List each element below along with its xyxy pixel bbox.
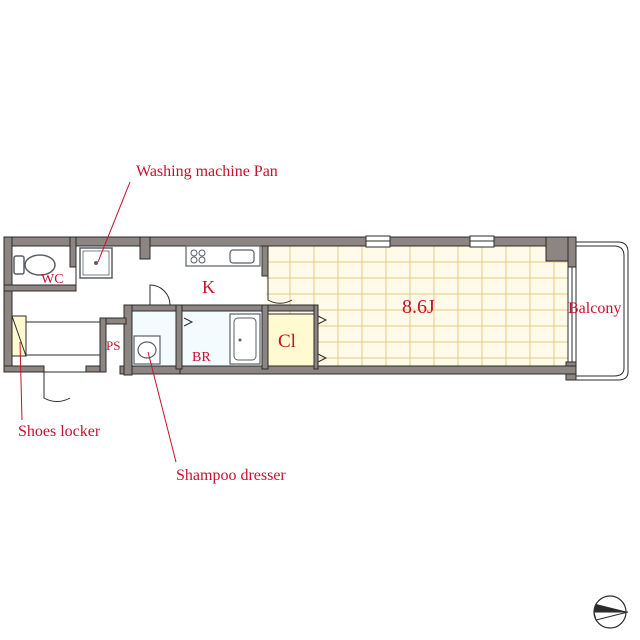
washing-machine-label: Washing machine Pan	[136, 163, 278, 180]
wall-ps-left	[99, 317, 107, 373]
wall-closet-right	[313, 304, 319, 370]
leader-shoes-locker	[19, 341, 23, 421]
wall-bottom-bath	[119, 365, 181, 375]
wall-wc-right	[69, 236, 77, 268]
bath-label: BR	[192, 350, 211, 365]
washing-machine-pan	[79, 247, 113, 279]
closet-door-marks	[183, 315, 328, 363]
main-room-tile-grid	[266, 246, 568, 366]
wall-top-washer	[75, 236, 151, 247]
balcony	[576, 241, 629, 381]
wall-kitchen-main	[261, 245, 269, 277]
wall-bath-divider	[175, 304, 183, 370]
wall-bath-top	[123, 304, 317, 312]
wall-top-wc	[3, 236, 77, 247]
leader-lines	[19, 181, 177, 463]
pipe-space-label: PS	[106, 338, 120, 353]
leader-shampoo-dresser	[147, 351, 177, 463]
kitchen-counter	[185, 245, 261, 267]
wall-bottom-entrance	[3, 365, 45, 373]
kitchen-label: K	[202, 277, 215, 297]
wall-closet-left	[261, 304, 269, 370]
shampoo-dresser-label: Shampoo dresser	[176, 467, 286, 484]
wall-wc-bottom	[3, 284, 77, 292]
doors	[12, 267, 293, 402]
wc-label: WC	[41, 272, 64, 287]
wall-top-mid	[389, 236, 471, 247]
shampoo-dresser-fixture	[133, 335, 161, 365]
closet-label: Cl	[278, 331, 296, 352]
bathtub-fixture	[229, 313, 261, 365]
door-main-swing	[267, 276, 293, 304]
shoes-locker-label: Shoes locker	[18, 423, 101, 440]
walls	[3, 235, 577, 381]
wall-right-top	[567, 236, 577, 268]
wall-left	[3, 236, 13, 371]
leader-washing-machine	[97, 181, 131, 263]
wall-washer-side	[139, 236, 151, 260]
door-bath-swing	[149, 284, 171, 306]
closet-fill	[267, 313, 315, 367]
balcony-label: Balcony	[568, 300, 621, 317]
wall-top-kitchen	[149, 236, 367, 247]
door-entrance-swing	[43, 372, 71, 402]
wall-bath-left	[123, 304, 133, 376]
main-room-label: 8.6J	[402, 296, 435, 318]
wall-bottom-main	[179, 365, 577, 375]
compass-north-arrow-icon	[593, 595, 629, 629]
toilet-fixture	[13, 254, 56, 276]
